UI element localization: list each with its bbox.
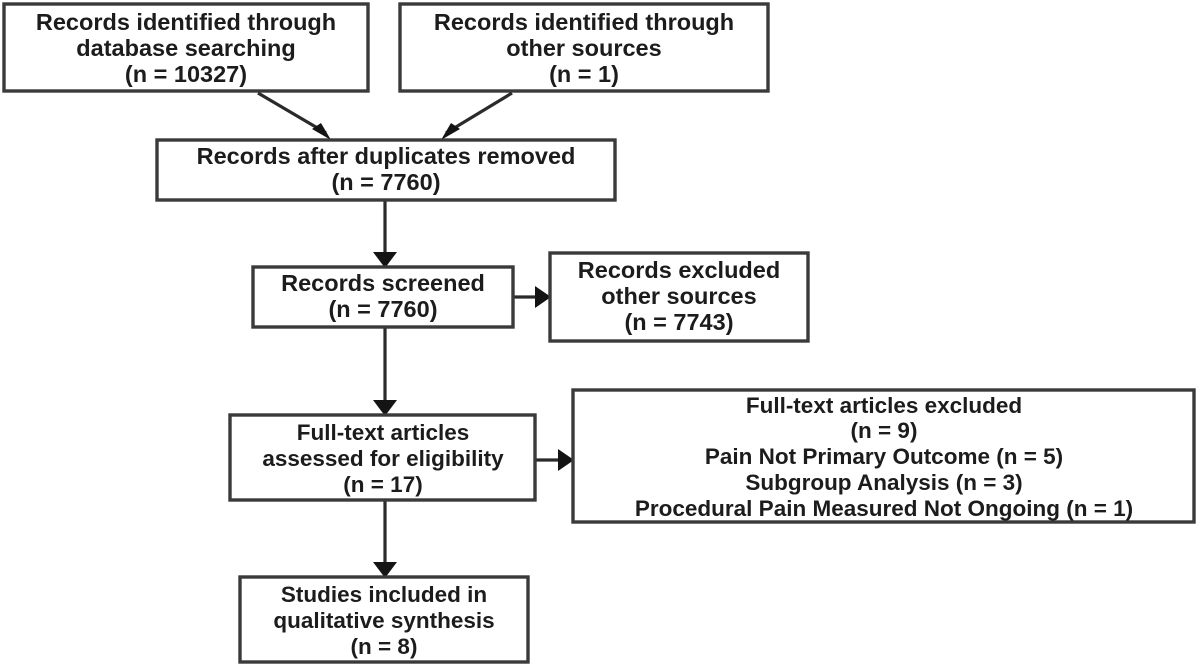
box2-count: (n = 1)	[549, 61, 619, 87]
box2-line1: Records identified through	[434, 9, 734, 35]
records-identified-other-sources-box: Records identified through other sources…	[398, 2, 770, 93]
arrow-duplicates-to-screened	[373, 200, 397, 268]
box6-line2: assessed for eligibility	[262, 446, 504, 471]
box1-line1: Records identified through	[36, 9, 336, 35]
box6-line1: Full-text articles	[297, 420, 470, 445]
box8-line2: qualitative synthesis	[273, 608, 494, 633]
box6-count: (n = 17)	[343, 472, 422, 497]
box5-line2: other sources	[601, 283, 756, 309]
box8-count: (n = 8)	[351, 634, 418, 659]
arrow-other-to-duplicates	[441, 91, 513, 140]
records-excluded-box: Records excluded other sources (n = 7743…	[548, 251, 810, 343]
box7-line1: Full-text articles excluded	[746, 393, 1022, 418]
arrow-screened-to-excluded	[513, 286, 551, 308]
arrow-fulltext-to-included	[373, 500, 397, 578]
records-identified-database-box: Records identified through database sear…	[2, 2, 370, 93]
box3-count: (n = 7760)	[331, 169, 440, 195]
box8-line1: Studies included in	[281, 582, 487, 607]
connector-layer	[257, 91, 574, 578]
fulltext-articles-excluded-box: Full-text articles excluded (n = 9) Pain…	[571, 388, 1196, 524]
box1-count: (n = 10327)	[125, 61, 247, 87]
box4-count: (n = 7760)	[328, 296, 437, 322]
box5-line1: Records excluded	[578, 257, 780, 283]
fulltext-articles-assessed-box: Full-text articles assessed for eligibil…	[228, 413, 537, 502]
box7-count: (n = 9)	[851, 418, 918, 443]
arrow-database-to-duplicates	[257, 91, 331, 140]
studies-included-qualitative-synthesis-box: Studies included in qualitative synthesi…	[238, 575, 530, 664]
arrow-screened-to-fulltext	[373, 327, 397, 416]
records-screened-box: Records screened (n = 7760)	[251, 265, 515, 329]
box5-count: (n = 7743)	[624, 309, 733, 335]
box2-line2: other sources	[506, 35, 661, 61]
box3-line1: Records after duplicates removed	[197, 143, 576, 169]
box7-reason-2: Subgroup Analysis (n = 3)	[745, 470, 1022, 495]
arrow-fulltext-to-excluded	[535, 449, 574, 471]
box7-reason-3: Procedural Pain Measured Not Ongoing (n …	[635, 496, 1133, 521]
box7-reason-1: Pain Not Primary Outcome (n = 5)	[705, 444, 1063, 469]
box1-line2: database searching	[76, 35, 295, 61]
records-after-duplicates-removed-box: Records after duplicates removed (n = 77…	[155, 138, 617, 202]
box4-line1: Records screened	[281, 270, 485, 296]
